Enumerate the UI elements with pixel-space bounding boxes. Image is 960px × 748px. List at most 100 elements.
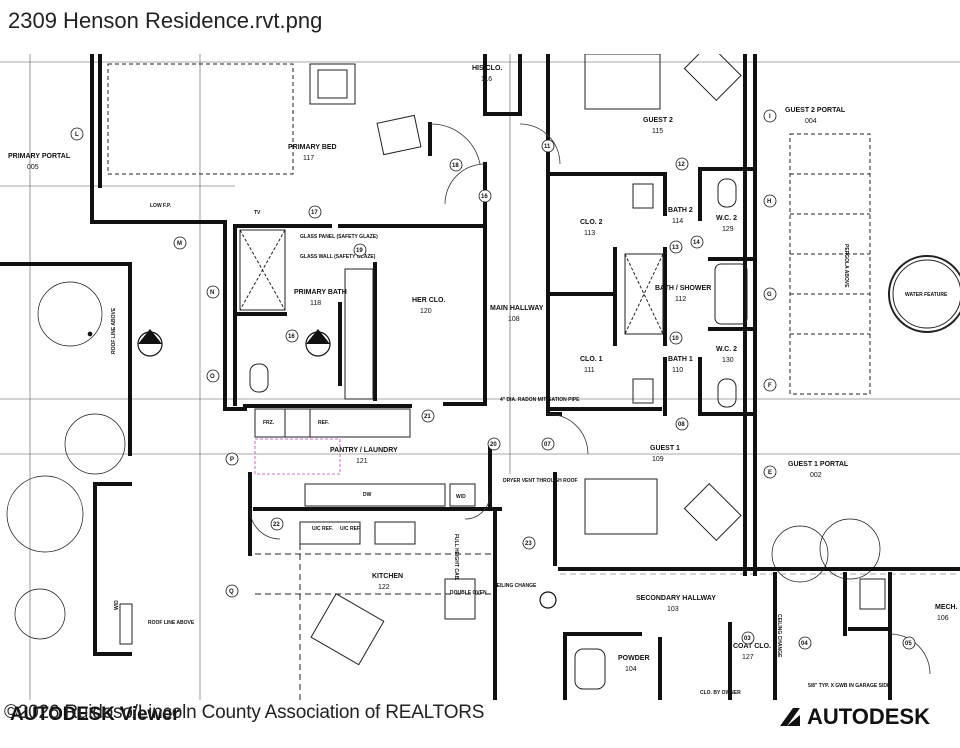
room-num-004: 004 bbox=[805, 118, 817, 125]
room-guest-2-portal: GUEST 2 PORTAL bbox=[785, 107, 846, 114]
autodesk-viewer-label: AUTODESK Viewer bbox=[10, 704, 180, 725]
door-tag-5: 16 bbox=[288, 334, 295, 340]
room-num-113: 113 bbox=[584, 230, 595, 237]
note-glass-wall: GLASS WALL (SAFETY GLAZE) bbox=[300, 254, 376, 260]
door-tag-12: 14 bbox=[693, 240, 700, 246]
room-num-115: 115 bbox=[652, 128, 663, 135]
door-tag-6: 21 bbox=[424, 414, 431, 420]
autodesk-brand-text: AUTODESK bbox=[806, 704, 930, 729]
room-guest-2: GUEST 2 bbox=[643, 117, 673, 124]
note-ref: REF. bbox=[318, 420, 329, 426]
room-num-002: 002 bbox=[810, 472, 822, 479]
grid-tag-l: L bbox=[75, 132, 79, 138]
grid-tag-h: H bbox=[767, 199, 771, 205]
note-full-height-cab: FULL HEIGHT CAB. bbox=[453, 534, 459, 581]
grid-tag-m: M bbox=[177, 241, 182, 247]
room-num-111: 111 bbox=[584, 367, 595, 374]
copyright-text: ©2026 Ruidoso/Lincoln County Association… bbox=[4, 702, 485, 723]
door-tag-13: 10 bbox=[672, 336, 679, 342]
room-num-108: 108 bbox=[508, 316, 520, 323]
note-tv: TV bbox=[254, 210, 261, 216]
room-num-122: 122 bbox=[378, 584, 390, 591]
note-dryer: DRYER VENT THROUGH ROOF bbox=[503, 478, 578, 484]
autodesk-logo: AUTODESK bbox=[779, 704, 930, 730]
note-double-oven: DOUBLE OVEN bbox=[450, 590, 487, 596]
door-tag-7: 20 bbox=[490, 442, 497, 448]
room-num-114: 114 bbox=[672, 218, 683, 225]
note-uc-ref2: U/C REF. bbox=[340, 526, 361, 532]
door-tag-11: 13 bbox=[672, 245, 679, 251]
room-her-clo: HER CLO. bbox=[412, 297, 446, 304]
room-wc-2: W.C. 2 bbox=[716, 215, 737, 222]
room-num-118: 118 bbox=[310, 300, 321, 307]
grid-tag-i: I bbox=[769, 114, 771, 120]
room-num-112: 112 bbox=[675, 296, 686, 303]
room-coat-clo: COAT CLO. bbox=[733, 643, 771, 650]
note-wd: W/D bbox=[456, 494, 466, 500]
room-pantry-laundry: PANTRY / LAUNDRY bbox=[330, 447, 398, 454]
note-ceiling-change2: CEILING CHANGE bbox=[776, 614, 782, 658]
note-ceiling-change: CEILING CHANGE bbox=[493, 583, 537, 589]
note-roof-line-above2: ROOF LINE ABOVE bbox=[111, 307, 117, 354]
room-num-117: 117 bbox=[303, 155, 314, 162]
note-water-feature: WATER FEATURE bbox=[905, 292, 948, 298]
room-num-121: 121 bbox=[356, 458, 368, 465]
room-clo-1: CLO. 1 bbox=[580, 356, 603, 363]
room-powder: POWDER bbox=[618, 655, 650, 662]
room-num-120: 120 bbox=[420, 308, 432, 315]
room-mech: MECH. bbox=[935, 604, 958, 611]
note-clo-by-owner: CLO. BY OWNER bbox=[700, 690, 741, 696]
door-tag-16: 23 bbox=[525, 541, 532, 547]
door-tag-9: 11 bbox=[544, 144, 551, 150]
door-tag-17: 03 bbox=[744, 636, 751, 642]
grid-tag-n: N bbox=[210, 290, 214, 296]
room-bath-2: BATH 2 bbox=[668, 207, 693, 214]
room-num-127: 127 bbox=[742, 654, 754, 661]
room-num-109: 109 bbox=[652, 456, 664, 463]
door-tag-19: 05 bbox=[905, 641, 912, 647]
room-num-129: 129 bbox=[722, 226, 734, 233]
room-num-130: 130 bbox=[722, 357, 734, 364]
grid-tag-q: Q bbox=[229, 589, 234, 595]
note-egress: EGRESS bbox=[88, 149, 94, 171]
room-clo-2: CLO. 2 bbox=[580, 219, 603, 226]
room-primary-bed: PRIMARY BED bbox=[288, 144, 337, 151]
door-tag-8: 22 bbox=[273, 522, 280, 528]
grid-tag-g: G bbox=[767, 292, 772, 298]
room-num-106: 106 bbox=[937, 615, 949, 622]
grid-tag-f: F bbox=[768, 383, 772, 389]
note-radon: 4" DIA. RADON MITIGATION PIPE bbox=[500, 397, 580, 403]
door-tag-4: 19 bbox=[356, 248, 363, 254]
door-tag-2: 16 bbox=[481, 194, 488, 200]
note-uc-ref1: U/C REF. bbox=[312, 526, 333, 532]
note-dw: DW bbox=[363, 492, 372, 498]
room-primary-portal: PRIMARY PORTAL bbox=[8, 153, 71, 160]
room-his-clo: HIS CLO. bbox=[472, 65, 502, 72]
room-guest-1: GUEST 1 bbox=[650, 445, 680, 452]
note-wd-side: W/D bbox=[114, 600, 120, 610]
room-bath-shower: BATH / SHOWER bbox=[655, 285, 711, 292]
door-tag-14: 08 bbox=[678, 422, 685, 428]
note-garage: 5/8" TYP. X GWB IN GARAGE SIDE bbox=[808, 683, 891, 689]
room-secondary-hallway: SECONDARY HALLWAY bbox=[636, 595, 716, 602]
room-guest-1-portal: GUEST 1 PORTAL bbox=[788, 461, 849, 468]
autodesk-mark-icon bbox=[779, 708, 800, 726]
door-tag-10: 12 bbox=[678, 162, 685, 168]
note-roof-line-above: ROOF LINE ABOVE bbox=[148, 620, 195, 626]
viewer-footer: AUTODESK Viewer ©2026 Ruidoso/Lincoln Co… bbox=[4, 702, 484, 726]
grid-tag-p: P bbox=[230, 457, 234, 463]
room-num-116: 116 bbox=[481, 76, 492, 83]
door-tag-1: 18 bbox=[452, 163, 459, 169]
room-kitchen: KITCHEN bbox=[372, 573, 403, 580]
door-tag-3: 17 bbox=[311, 210, 318, 216]
room-bath-1: BATH 1 bbox=[668, 356, 693, 363]
floor-plan[interactable]: HIS CLO. 116 GUEST 2 115 GUEST 2 PORTAL … bbox=[0, 54, 960, 700]
file-title: 2309 Henson Residence.rvt.png bbox=[8, 8, 323, 33]
note-pergola-above: PERGOLA ABOVE bbox=[843, 244, 849, 288]
room-num-005: 005 bbox=[27, 164, 39, 171]
room-num-110: 110 bbox=[672, 367, 683, 374]
room-main-hallway: MAIN HALLWAY bbox=[490, 305, 544, 312]
room-wc-2b: W.C. 2 bbox=[716, 346, 737, 353]
room-num-104: 104 bbox=[625, 666, 637, 673]
room-num-103: 103 bbox=[667, 606, 679, 613]
